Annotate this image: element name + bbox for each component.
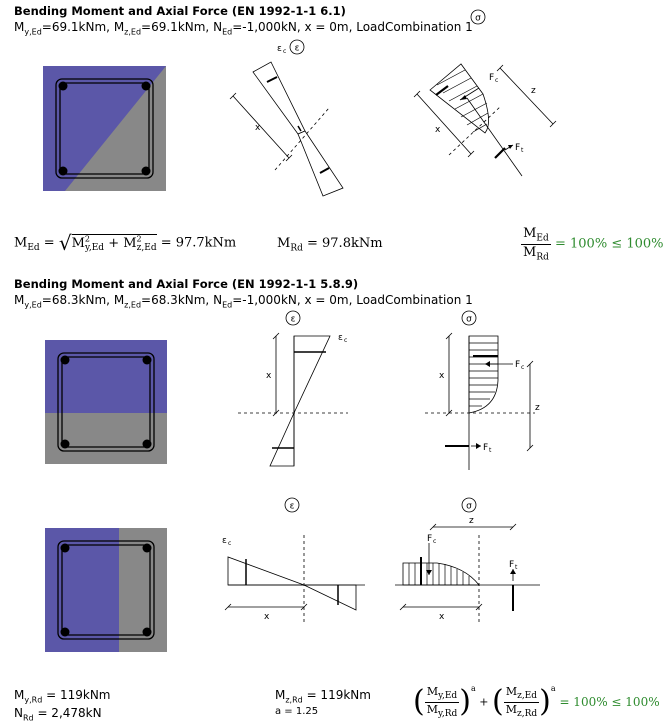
strain-diagram-1: ε ε c x [229,39,344,197]
svg-text:t: t [521,147,524,154]
svg-text:σ: σ [466,502,472,512]
svg-text:F: F [515,360,520,370]
svg-text:z: z [469,516,474,526]
svg-text:c: c [521,364,524,371]
mrd-value: MRd = 97.8kNm [277,236,383,254]
svg-text:c: c [228,540,231,547]
svg-text:x: x [439,612,445,622]
svg-text:σ: σ [475,14,481,24]
svg-text:ε: ε [222,536,227,546]
stress-diagram-2b: σ F c F t x z [395,497,540,623]
svg-text:c: c [344,337,347,344]
svg-text:t: t [489,447,492,454]
svg-text:c: c [495,77,498,84]
svg-text:F: F [483,443,488,453]
svg-text:ε: ε [291,315,296,325]
cross-section-diagonal [43,66,166,191]
svg-text:σ: σ [466,315,472,325]
svg-text:ε: ε [295,44,300,54]
stress-diagram-1: σ F c F t x z [413,9,557,177]
section2-title: Bending Moment and Axial Force (EN 1992-… [14,277,359,291]
section2-forces: My,Ed=68.3kNm, Mz,Ed=68.3kNm, NEd=-1,000… [14,293,473,310]
svg-text:z: z [535,403,540,413]
svg-text:ε: ε [277,44,282,54]
mzrd-value: Mz,Rd = 119kNm [275,688,371,705]
ratio-result-1: = 100% ≤ 100% [550,236,664,252]
svg-text:c: c [283,48,286,55]
svg-text:c: c [433,538,436,545]
stress-diagram-2a: σ F c F t x z [425,310,540,470]
svg-text:ε: ε [290,502,295,512]
svg-text:F: F [509,560,514,570]
svg-text:x: x [255,123,261,133]
svg-text:F: F [515,143,520,153]
svg-text:t: t [515,564,518,571]
myrd-value: My,Rd = 119kNm [14,688,111,705]
section1-title: Bending Moment and Axial Force (EN 1992-… [14,4,346,18]
interaction-result: = 100% ≤ 100% [555,695,660,709]
cross-section-horizontal [45,340,167,464]
cross-section-vertical [45,528,167,652]
svg-text:F: F [489,73,494,83]
strain-diagram-2b: ε ε c x [222,497,365,623]
section1-forces: My,Ed=69.1kNm, Mz,Ed=69.1kNm, NEd=-1,000… [14,20,473,37]
svg-text:x: x [435,125,441,135]
nrd-value: NRd = 2,478kN [14,706,102,723]
svg-text:F: F [427,534,432,544]
strain-diagram-2a: ε ε c x [238,310,348,467]
svg-text:z: z [531,86,536,96]
svg-text:x: x [266,371,272,381]
a-exponent: a = 1.25 [275,706,319,717]
med-formula: MEd = √M2y,Ed + M2z,Ed = 97.7kNm [14,231,237,255]
svg-text:ε: ε [338,333,343,343]
svg-text:x: x [264,612,270,622]
svg-text:x: x [439,371,445,381]
